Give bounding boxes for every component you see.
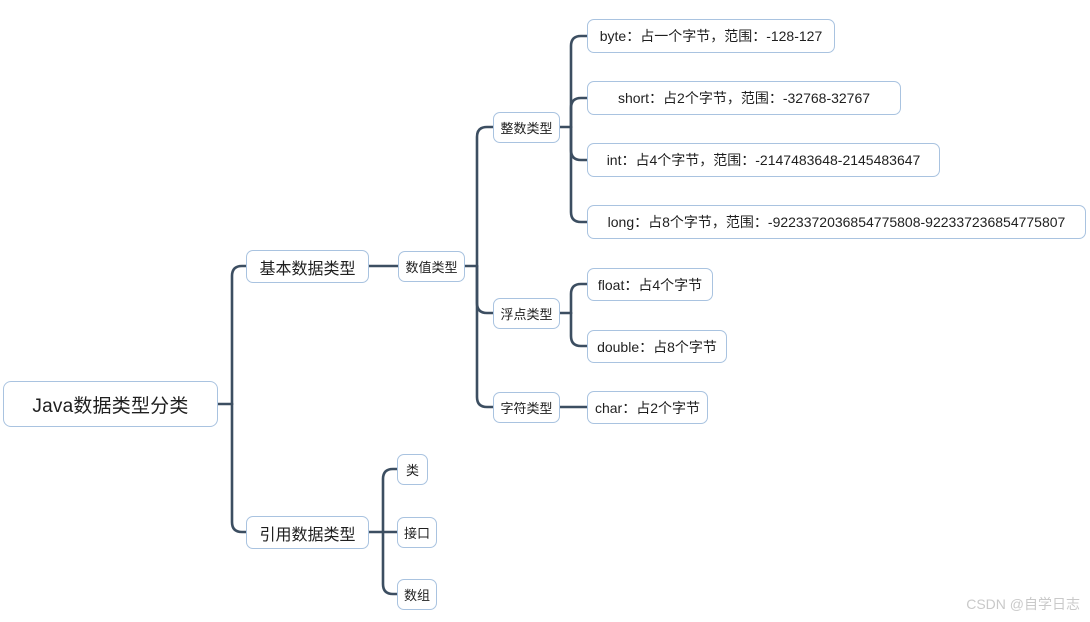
node-primitive-types[interactable]: 基本数据类型 [246,250,369,283]
node-reference-interface[interactable]: 接口 [397,517,437,548]
node-float-types[interactable]: 浮点类型 [493,298,560,329]
node-type-float[interactable]: float：占4个字节 [587,268,713,301]
link-integer-byte [569,34,590,129]
node-type-double-label: double：占8个字节 [597,338,717,355]
link-trunk-reference [230,402,250,534]
node-char-types[interactable]: 字符类型 [493,392,560,423]
link-trunk-basic [230,264,250,406]
link-reference-class [381,467,400,534]
link-integer-int [569,125,590,162]
node-type-long[interactable]: long：占8个字节，范围：-9223372036854775808-92233… [587,205,1086,239]
node-type-float-label: float：占4个字节 [597,276,703,293]
node-type-int-label: int：占4个字节，范围：-2147483648-2145483647 [606,152,921,168]
node-root-label: Java数据类型分类 [32,395,189,417]
link-integer-long [569,125,590,224]
link-float-float [569,282,590,315]
node-reference-array[interactable]: 数组 [397,579,437,610]
link-reference-array [381,530,400,596]
node-numeric-types[interactable]: 数值类型 [398,251,465,282]
node-reference-interface-label: 接口 [403,526,430,541]
node-type-char[interactable]: char：占2个字节 [587,391,708,424]
node-type-byte[interactable]: byte：占一个字节，范围：-128-127 [587,19,835,53]
node-reference-types[interactable]: 引用数据类型 [246,516,369,549]
link-numeric-integer [475,125,496,268]
link-numeric-char [475,264,496,409]
link-numeric-float [475,264,496,315]
node-type-char-label: char：占2个字节 [594,399,701,416]
node-root[interactable]: Java数据类型分类 [3,381,218,427]
link-integer-short [569,96,590,129]
node-reference-class-label: 类 [405,463,419,478]
node-type-long-label: long：占8个字节，范围：-9223372036854775808-92233… [607,214,1066,230]
node-type-short-label: short：占2个字节，范围：-32768-32767 [617,90,871,106]
node-reference-array-label: 数组 [403,588,430,603]
watermark: CSDN @自学日志 [966,596,1080,612]
node-numeric-types-label: 数值类型 [405,260,458,275]
node-float-types-label: 浮点类型 [500,307,553,322]
node-type-byte-label: byte：占一个字节，范围：-128-127 [599,28,823,44]
node-reference-class[interactable]: 类 [397,454,428,485]
node-integer-types-label: 整数类型 [500,121,553,136]
node-char-types-label: 字符类型 [500,401,553,416]
link-float-double [569,311,590,348]
node-reference-types-label: 引用数据类型 [259,526,356,544]
node-type-double[interactable]: double：占8个字节 [587,330,727,363]
node-integer-types[interactable]: 整数类型 [493,112,560,143]
node-type-int[interactable]: int：占4个字节，范围：-2147483648-2145483647 [587,143,940,177]
node-primitive-types-label: 基本数据类型 [259,260,356,278]
node-type-short[interactable]: short：占2个字节，范围：-32768-32767 [587,81,901,115]
